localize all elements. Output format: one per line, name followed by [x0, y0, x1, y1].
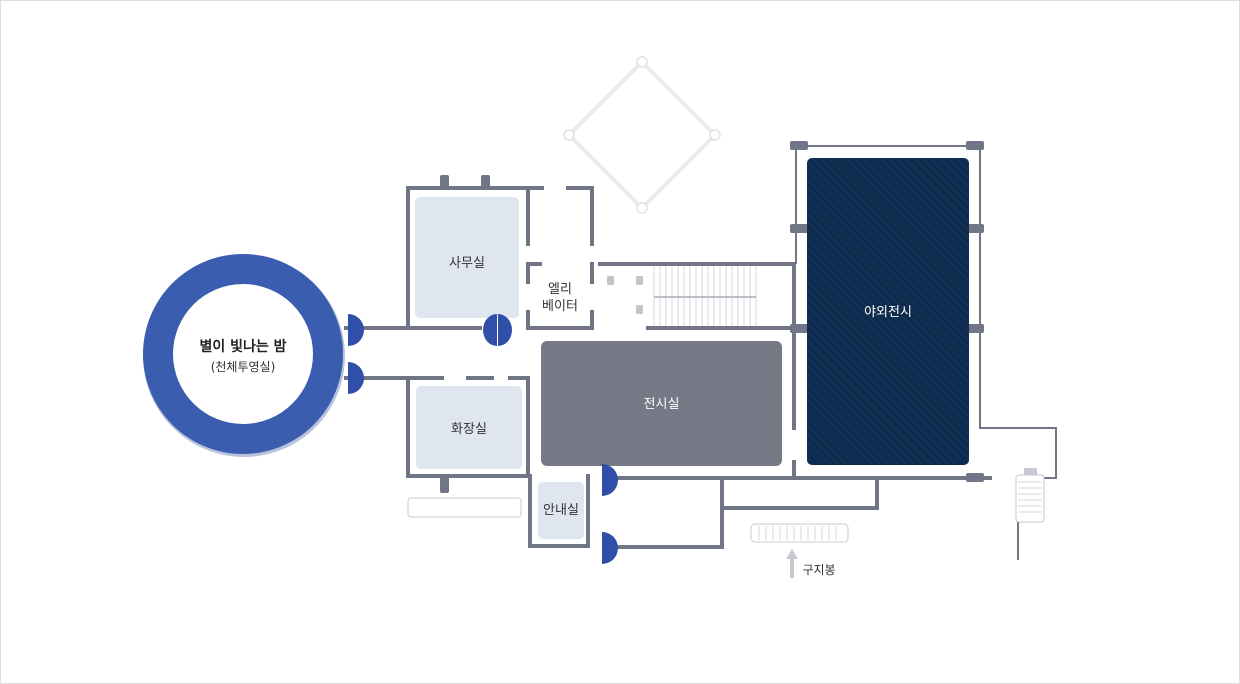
info-desk-label: 안내실 — [543, 503, 579, 518]
restroom-label: 화장실 — [451, 422, 487, 437]
bench — [407, 497, 522, 518]
old-building-ruin — [750, 523, 849, 543]
exhibition-hall-label: 전시실 — [643, 397, 680, 412]
info-desk-room[interactable] — [538, 482, 584, 539]
wall-posts — [440, 141, 984, 493]
walls — [344, 186, 992, 549]
doors — [348, 314, 618, 564]
planetarium[interactable] — [143, 254, 345, 457]
exhibition-hall-room[interactable] — [541, 341, 782, 466]
elevator-label-line1: 엘리 — [548, 282, 572, 297]
elevator-label-line2: 베이터 — [542, 299, 578, 314]
office-room[interactable] — [415, 197, 519, 318]
outdoor-fence — [795, 145, 1057, 560]
outdoor-exhibition-label: 야외전시 — [864, 305, 912, 320]
planetarium-name: 별이 빛나는 밤 — [199, 339, 287, 355]
planetarium-subtitle: (천체투영실) — [210, 360, 276, 374]
restroom-room[interactable] — [416, 386, 522, 469]
gate-structure — [1015, 468, 1045, 523]
office-label: 사무실 — [449, 256, 485, 271]
plaza-diamond — [563, 56, 721, 214]
outdoor-exhibition-area[interactable] — [807, 158, 969, 465]
old-building-label: 구지봉 — [802, 563, 836, 577]
arrow-up-icon — [786, 549, 798, 578]
stairs — [653, 266, 757, 326]
elevator-pillars — [607, 276, 643, 314]
